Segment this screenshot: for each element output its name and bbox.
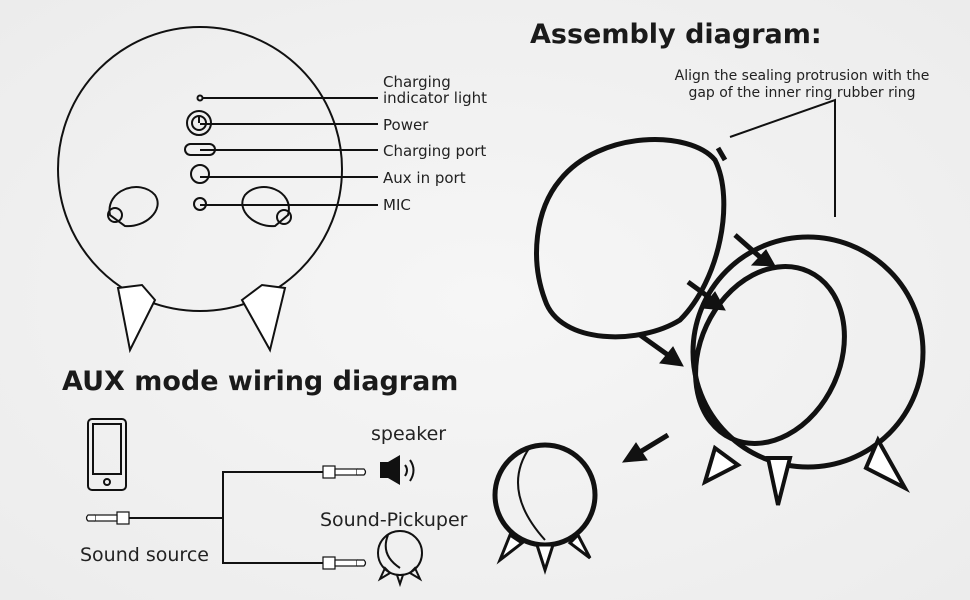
speaker-icon: [380, 455, 415, 485]
right-foot: [240, 283, 287, 353]
arrow-icon: [733, 233, 776, 267]
right-eye: [241, 186, 292, 228]
arrow-icon: [638, 332, 684, 367]
label-power: Power: [383, 116, 429, 134]
indicator-light-icon: [196, 94, 204, 102]
pickuper-jack-icon: [322, 556, 367, 570]
assembly-title: Assembly diagram:: [530, 19, 822, 50]
sound-pickuper-icon: [377, 530, 423, 588]
front-view-speaker: Charging indicator light Power Charging …: [57, 26, 487, 354]
assembled-speaker: [492, 442, 598, 575]
arrow-icon: [686, 279, 726, 311]
speaker-body-outline: [57, 26, 343, 312]
sound-pickuper-label: Sound-Pickuper: [320, 509, 468, 531]
source-jack-icon: [85, 511, 130, 525]
alignment-pointer-lines: [729, 98, 836, 217]
left-eye: [107, 186, 159, 228]
front-shell: [534, 137, 728, 340]
speaker-jack-icon: [322, 465, 367, 479]
assembly-note-line2: gap of the inner ring rubber ring: [688, 85, 915, 101]
assembly-note-line1: Align the sealing protrusion with the: [675, 68, 930, 84]
label-charging-port: Charging port: [383, 142, 486, 160]
label-charging-indicator-1: Charging: [383, 73, 451, 91]
sound-source-label: Sound source: [80, 544, 209, 566]
phone-icon: [87, 418, 127, 491]
leader-lines: [200, 97, 378, 206]
rear-shell: [690, 234, 926, 506]
left-foot: [116, 283, 157, 354]
aux-port-icon: [190, 164, 210, 184]
label-charging-indicator-2: indicator light: [383, 89, 487, 107]
wiring-title: AUX mode wiring diagram: [62, 366, 458, 397]
speaker-label: speaker: [371, 423, 446, 445]
label-aux-in-port: Aux in port: [383, 169, 466, 187]
wiring-cables: [128, 471, 324, 564]
arrow-icon: [621, 432, 670, 463]
assembly-arrows: [621, 233, 776, 463]
label-mic: MIC: [383, 196, 411, 214]
